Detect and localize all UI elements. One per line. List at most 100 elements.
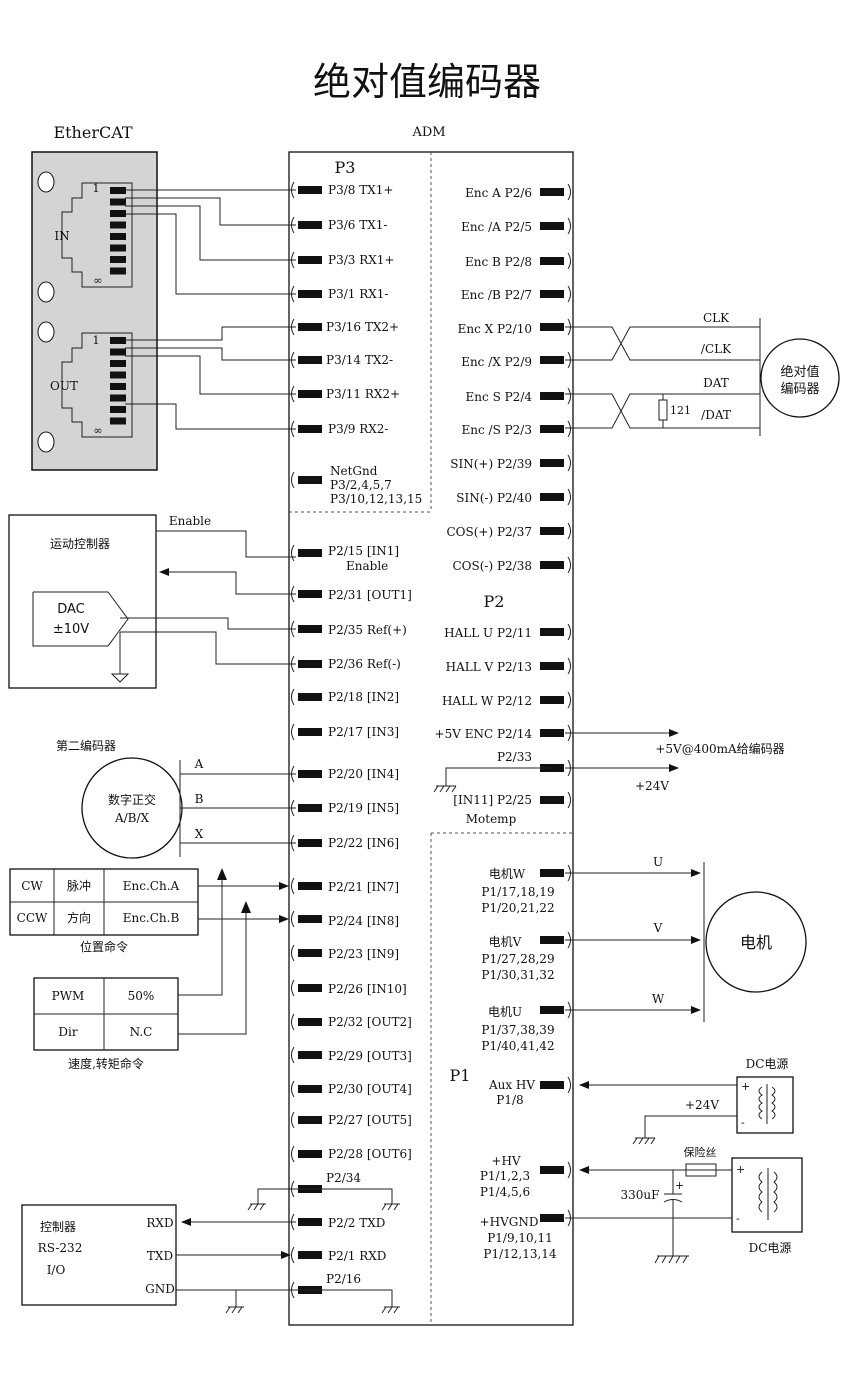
motor-pin-l2: P1/30,31,32 [481,968,554,982]
left-pin-connector [291,979,322,997]
pos-cell: Enc.Ch.B [123,911,180,925]
ground-symbols-left [176,1188,400,1314]
pos-cell: CW [21,879,43,893]
plus24-output-label: +24V [635,779,669,793]
pin-label: Enc B P2/8 [465,255,532,269]
motor-wiring [565,862,705,1022]
rj45-pin [110,221,126,229]
left-pin-connector [291,1213,322,1231]
cap-plus: + [675,1179,684,1192]
pin-label: P2/18 [IN2] [328,690,399,704]
pin-label: Enc /A P2/5 [461,220,532,234]
pin-label: P2/29 [OUT3] [328,1049,412,1063]
speed-command-table [33,977,179,1051]
pin-label: P2/15 [IN1] [328,544,399,558]
rs232-txd: TXD [147,1249,173,1263]
rj45-in-port [61,182,133,288]
left-pin-connector [291,1145,322,1163]
position-command-table [9,868,199,936]
right-pin-connector [540,387,571,405]
pin-label: [IN11] P2/25 [453,793,532,807]
rj45-in-pin1: 1 [93,182,100,195]
left-pin-connector [291,799,322,817]
pin-label: Enc /S P2/3 [462,423,533,437]
second-encoder-wires [179,760,296,857]
pin-label: Enc /B P2/7 [461,288,532,302]
phase-u-label: U [653,855,663,869]
wire-x-label: X [195,827,204,841]
pos-cell: Enc.Ch.A [123,879,180,893]
rj45-in-pin8: ∞ [93,274,102,287]
adm-label: ADM [411,125,445,140]
aux-plus: + [741,1080,750,1093]
aux-plus24-label: +24V [685,1098,719,1112]
pin-label: P2/36 Ref(-) [328,657,401,671]
pin-label: P2/32 [OUT2] [328,1015,412,1029]
pin-label: P2/19 [IN5] [328,801,399,815]
second-encoder-l2: A/B/X [114,811,150,825]
rs232-gnd: GND [145,1282,175,1296]
pin-label: P2/30 [OUT4] [328,1082,412,1096]
hv-label: +HV [491,1154,521,1168]
right-pin-column [540,183,571,1227]
rj45-pin [110,256,126,263]
p3-pin-label: P3/16 TX2+ [326,320,399,334]
rj45-pin [110,406,126,413]
dac-label: DAC [57,602,85,617]
wire-b-label: B [195,792,204,806]
pin-label: P2/16 [326,1272,361,1286]
rj45-pin [110,198,126,206]
p3-pin-label: P3/11 RX2+ [326,387,400,401]
dat-label: DAT [703,376,729,390]
right-pin-connector [540,217,571,235]
cap-label: 330uF [621,1188,660,1202]
pin-label: P2/34 [326,1171,361,1185]
hvgnd-label: +HVGND [480,1215,539,1229]
motor-pin-l1: P1/37,38,39 [481,1023,554,1037]
left-pin-connector [291,1111,322,1129]
pin-label: COS(+) P2/37 [447,525,533,539]
pin-label: SIN(+) P2/39 [450,457,532,471]
rj45-pin [110,244,126,252]
left-pin-connector [291,655,322,673]
right-pin-connector [540,488,571,506]
left-pin-connector [291,318,322,336]
p1-header: P1 [450,1066,471,1085]
pin-label: Enc S P2/4 [466,390,533,404]
left-pin-connector [291,471,322,489]
p2-left-labels: P2/15 [IN1] Enable P2/31 [OUT1] P2/35 Re… [326,544,412,1286]
rj45-pin [110,417,126,425]
right-pin-connector [540,1076,571,1094]
rj45-out-pin8: ∞ [93,424,102,437]
nclk-label: /CLK [701,342,732,356]
resistor-label: 121 [670,404,691,417]
rj45-pin [110,394,126,402]
left-pin-connector [291,620,322,638]
enc5v-out-label: +5V@400mA给编码器 [655,741,784,756]
right-pin-connector [540,183,571,201]
auxhv-pins: P1/8 [496,1093,523,1107]
rs232-rxd: RXD [146,1216,173,1230]
dc-supply-label-top: DC电源 [746,1057,789,1071]
left-pin-connector [291,216,322,234]
left-pin-connector [291,944,322,962]
rj45-pin [110,267,126,275]
motion-controller-wires [110,530,296,683]
pin-label: HALL V P2/13 [446,660,532,674]
pin-label: P2/24 [IN8] [328,914,399,928]
pin-label: P2/31 [OUT1] [328,588,412,602]
phase-v-label: V [653,921,663,935]
ethercat-panel [31,151,158,471]
pos-table-caption: 位置命令 [80,939,128,954]
spd-cell: PWM [52,989,85,1003]
second-encoder-circle [81,757,183,859]
main-plus: + [736,1163,745,1176]
left-pin-connector [291,1013,322,1031]
ethercat-screw-holes [37,171,55,453]
capacitor [654,1170,689,1264]
fuse-label: 保险丝 [684,1145,717,1159]
pos-cell: CCW [17,911,48,925]
netgnd-pins-2: P3/10,12,13,15 [330,492,422,506]
ndat-label: /DAT [701,408,731,422]
dac-block [32,591,129,647]
